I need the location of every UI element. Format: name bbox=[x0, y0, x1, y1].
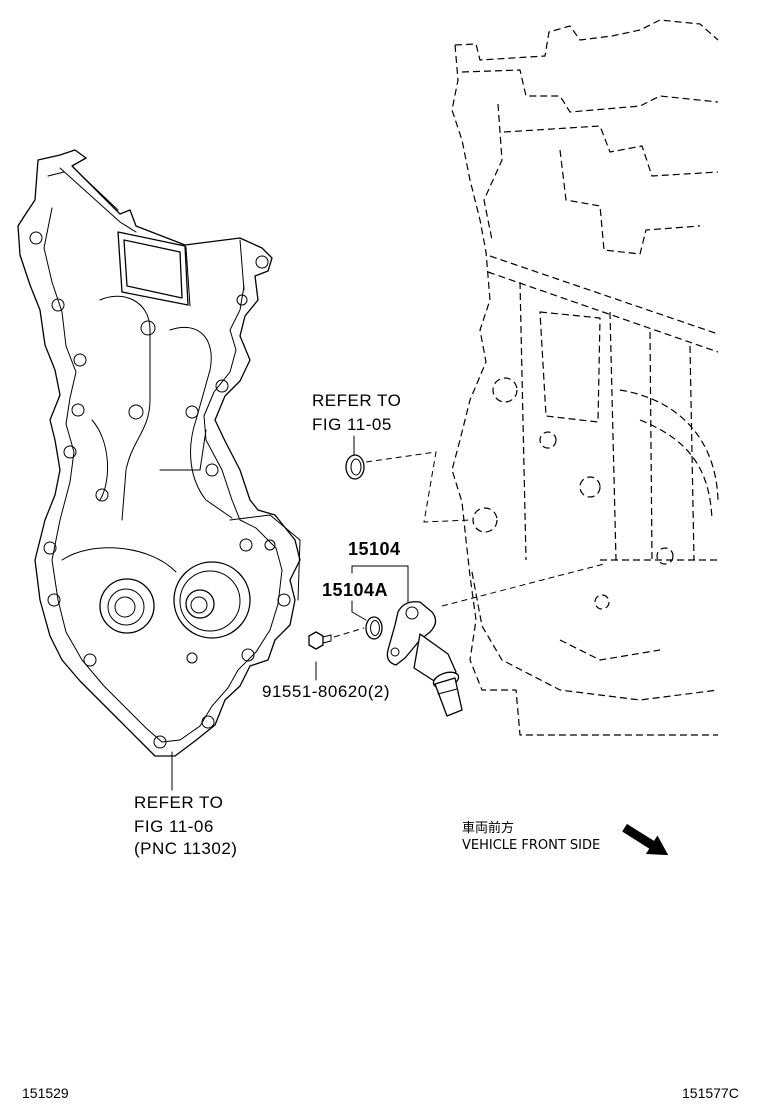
oil-pan bbox=[471, 559, 719, 701]
block-bolt-hole bbox=[492, 377, 518, 403]
engine-block bbox=[451, 19, 719, 736]
bolt-hole bbox=[73, 353, 87, 367]
crankshaft-seal-bore bbox=[114, 596, 136, 618]
bolt-hole bbox=[63, 445, 77, 459]
part-number-15104: 15104 bbox=[348, 539, 401, 559]
refer-fig-11-06-line3: (PNC 11302) bbox=[134, 839, 237, 858]
refer-fig-11-06-line2: FIG 11-06 bbox=[134, 817, 214, 836]
o-ring-inner bbox=[350, 458, 362, 476]
part-number-bolt: 91551-80620(2) bbox=[262, 682, 390, 701]
refer-fig-11-06-line1: REFER TO bbox=[134, 793, 223, 812]
block-bolt-hole bbox=[539, 431, 557, 449]
engine-block-outline bbox=[451, 19, 719, 736]
bolt-hole bbox=[47, 593, 61, 607]
bolt-hole bbox=[186, 652, 198, 664]
cover-ribs bbox=[61, 295, 301, 601]
cover-inner-edge bbox=[43, 171, 283, 743]
sensor-tip bbox=[434, 677, 463, 717]
o-ring-outer bbox=[345, 454, 365, 480]
bolt-hole bbox=[236, 294, 248, 306]
bolt-hole bbox=[201, 715, 215, 729]
crankshaft-position-sensor bbox=[386, 601, 463, 717]
crankshaft-seal bbox=[99, 578, 155, 634]
o-ring-outer bbox=[365, 616, 383, 640]
bolt-hole bbox=[205, 463, 219, 477]
water-pump-pulley bbox=[173, 561, 251, 639]
leader-15104a bbox=[351, 600, 367, 621]
cover-top-rail bbox=[59, 167, 245, 307]
refer-fig-11-05-line2: FIG 11-05 bbox=[312, 415, 392, 434]
bolt-hole bbox=[264, 539, 276, 551]
cover-outline bbox=[17, 149, 301, 757]
sensor-tip-line bbox=[437, 688, 458, 695]
cover-bolt-holes bbox=[29, 231, 291, 749]
block-bolt-hole bbox=[656, 547, 674, 565]
sensor-mount-hole bbox=[405, 606, 419, 620]
o-ring-11-05 bbox=[345, 454, 365, 480]
block-bolt-hole bbox=[594, 594, 610, 610]
bolt-hole bbox=[215, 379, 229, 393]
block-bolt-hole bbox=[579, 476, 601, 498]
part-number-15104a: 15104A bbox=[322, 580, 388, 600]
refer-fig-11-05-line1: REFER TO bbox=[312, 391, 401, 410]
crankshaft-seal-ring bbox=[107, 588, 145, 626]
sensor-flange bbox=[386, 601, 437, 666]
vehicle-front-side-en: VEHICLE FRONT SIDE bbox=[462, 838, 600, 853]
o-ring-inner bbox=[370, 620, 380, 636]
footer-code-right: 151577C bbox=[682, 1085, 739, 1101]
bolt-hole bbox=[83, 653, 97, 667]
leader-11-05-dashed bbox=[365, 451, 471, 523]
cover-top-window bbox=[117, 231, 189, 306]
leader-lines bbox=[171, 435, 605, 791]
block-window bbox=[539, 311, 601, 423]
bolt-hole bbox=[95, 488, 109, 502]
bolt-91551 bbox=[308, 631, 332, 650]
o-ring-15104a bbox=[365, 616, 383, 640]
bolt-hole bbox=[185, 405, 199, 419]
leader-bolt-dashed bbox=[333, 627, 365, 638]
block-ribs bbox=[519, 281, 695, 561]
water-pump-hub bbox=[185, 589, 215, 619]
bolt-hole bbox=[29, 231, 43, 245]
bolt-hole bbox=[239, 538, 253, 552]
bolt-shank bbox=[322, 634, 332, 644]
leader-sensor-dashed bbox=[441, 563, 605, 607]
bolt-hole bbox=[140, 320, 156, 336]
timing-chain-cover bbox=[17, 149, 301, 757]
bolt-hole bbox=[128, 404, 144, 420]
bolt-hole bbox=[71, 403, 85, 417]
footer-code-left: 151529 bbox=[22, 1085, 69, 1101]
water-pump-hub-inner bbox=[190, 596, 208, 614]
bolt-hole bbox=[241, 648, 255, 662]
bolt-hole bbox=[43, 541, 57, 555]
vehicle-front-arrow-icon bbox=[622, 823, 669, 856]
cylinder-head-detail bbox=[461, 69, 719, 255]
flywheel-arc bbox=[619, 389, 719, 521]
sensor-mount-hole bbox=[390, 647, 400, 657]
bolt-hole bbox=[51, 298, 65, 312]
bolt-hole bbox=[255, 255, 269, 269]
vehicle-front-side-jp: 車両前方 bbox=[462, 820, 514, 836]
leader-15104-bracket bbox=[351, 565, 409, 604]
bolt-hole bbox=[277, 593, 291, 607]
block-bolt-hole bbox=[472, 507, 498, 533]
bolt-hole bbox=[153, 735, 167, 749]
bolt-head bbox=[308, 631, 324, 650]
cylinder-band bbox=[487, 255, 719, 353]
water-pump-pulley-rim bbox=[179, 570, 241, 632]
